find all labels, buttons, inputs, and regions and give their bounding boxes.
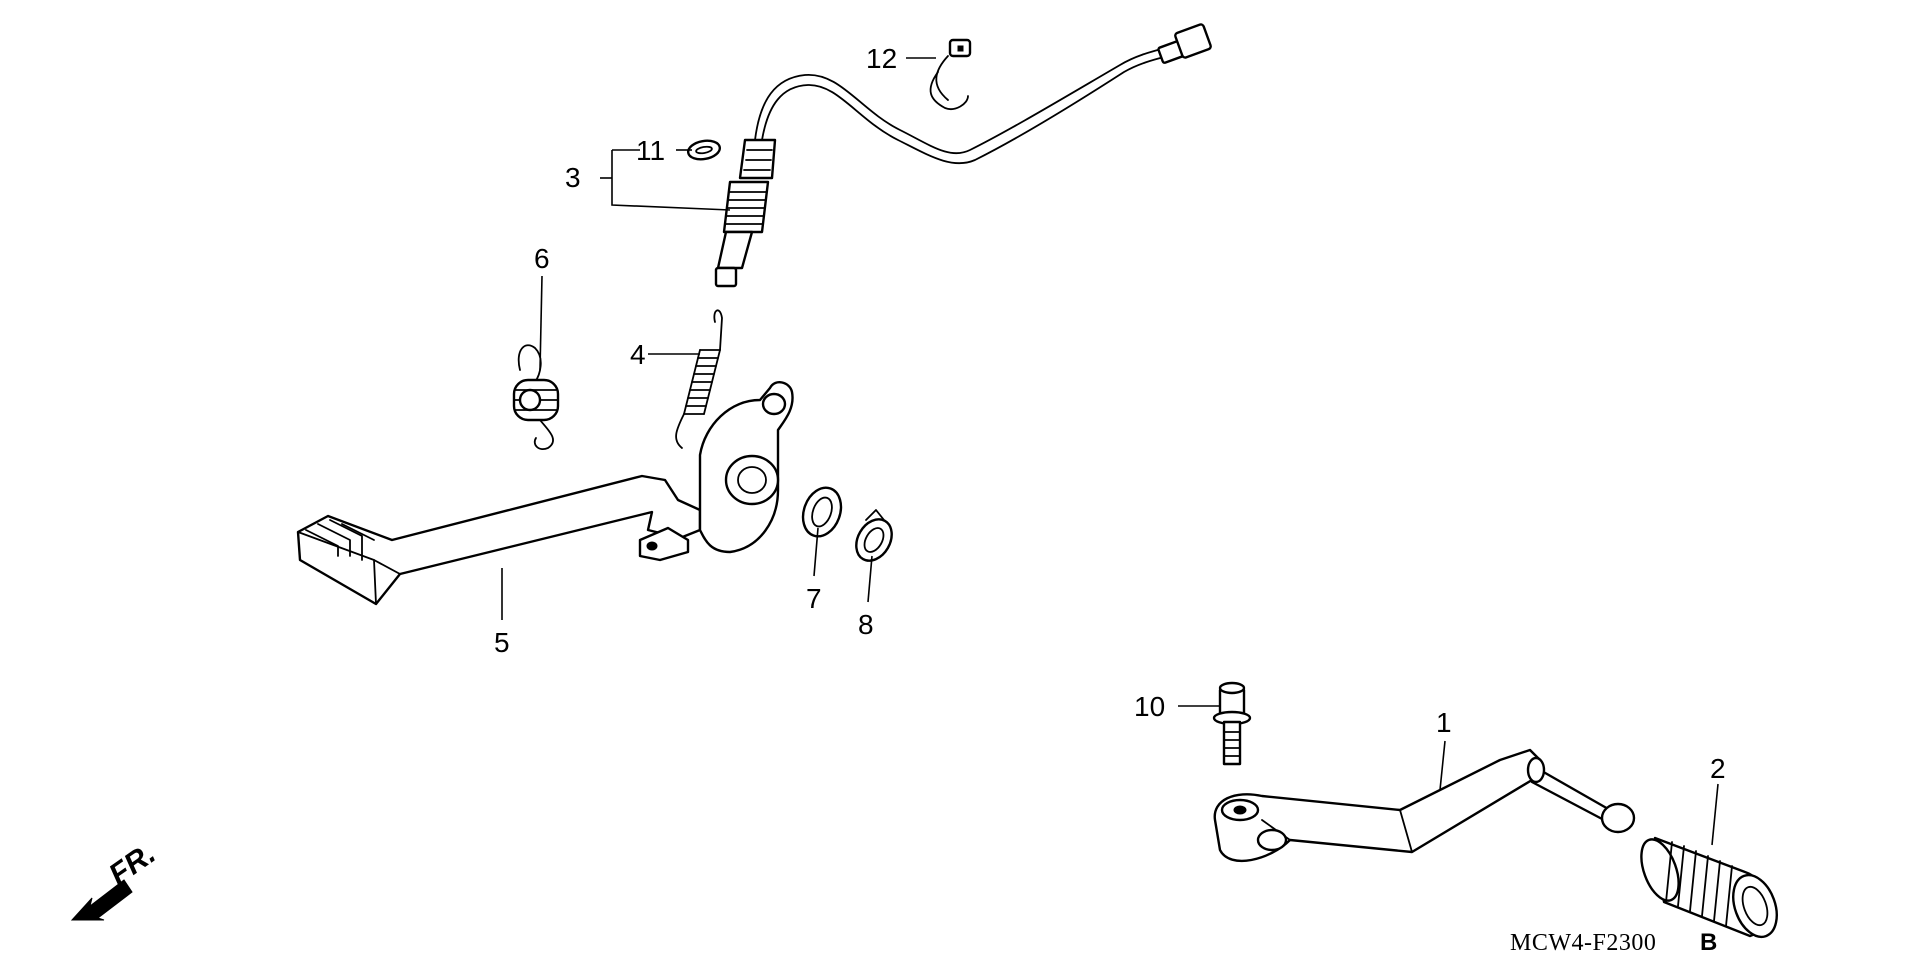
callout-6: 6 (534, 243, 550, 274)
part-12-harness-clip (929, 38, 972, 110)
leader-3 (611, 150, 731, 211)
part-7-washer (801, 486, 843, 538)
callout-1: 1 (1436, 707, 1452, 738)
callout-4: 4 (630, 339, 646, 370)
part-2-shift-rubber (1640, 836, 1778, 939)
part-10-bolt (1212, 681, 1252, 766)
part-5-brake-pedal (296, 381, 794, 606)
leader-8 (867, 555, 873, 603)
leader-lines (501, 57, 1719, 846)
callout-10: 10 (1134, 691, 1165, 722)
leader-1 (1439, 740, 1446, 791)
part-4-spring (675, 309, 723, 449)
callout-7: 7 (806, 583, 822, 614)
front-direction-label: FR. (103, 837, 162, 892)
part-6-spring (512, 344, 560, 450)
leader-2 (1711, 783, 1719, 846)
diagram-code-suffix: B (1700, 929, 1717, 956)
callout-12: 12 (866, 43, 897, 74)
callout-2: 2 (1710, 753, 1726, 784)
diagram-code: MCW4-F2300 B (1510, 929, 1717, 956)
callout-3: 3 (565, 162, 581, 193)
diagram-code-prefix: MCW4-F2300 (1510, 930, 1656, 956)
leader-6 (539, 275, 543, 371)
part-11-clip (686, 139, 722, 161)
leader-7 (813, 527, 819, 577)
front-direction-arrow (70, 879, 133, 921)
callout-11: 11 (636, 135, 665, 166)
callout-labels: 1 2 3 4 5 6 7 8 10 11 12 (494, 43, 1726, 784)
callout-5: 5 (494, 627, 510, 658)
part-8-snap-ring (855, 509, 893, 562)
part-1-shift-lever (1213, 748, 1636, 863)
part-3-stop-switch (714, 23, 1212, 288)
callout-8: 8 (858, 609, 874, 640)
